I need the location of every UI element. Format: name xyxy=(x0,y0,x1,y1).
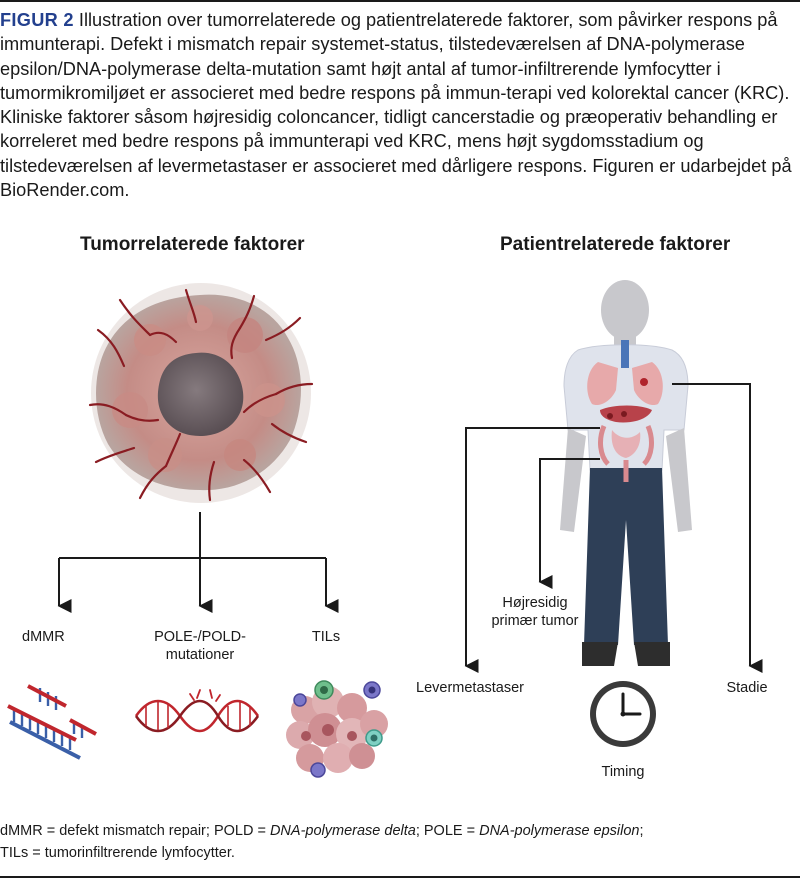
pole-label-line2: mutationer xyxy=(165,647,235,663)
stadie-label: Stadie xyxy=(726,680,768,696)
tils-label: TILs xyxy=(311,629,341,645)
figure-label: FIGUR 2 xyxy=(0,10,74,30)
footnote-seg3: ; POLE = xyxy=(415,823,480,839)
dmmr-label: dMMR xyxy=(22,629,65,645)
bottom-rule xyxy=(0,876,800,878)
human-figure-icon xyxy=(560,280,692,666)
footnote-line2: TILs = tumorinfiltrerende lymfocytter. xyxy=(0,845,235,861)
footnote-line1: dMMR = defekt mismatch repair; POLD = DN… xyxy=(0,820,800,842)
footnote-seg1: dMMR = defekt mismatch repair; POLD = xyxy=(0,823,270,839)
pole-label-line1: POLE-/POLD- xyxy=(154,629,246,645)
top-rule xyxy=(0,0,800,2)
footnote-pole-italic: DNA-polymerase epsilon xyxy=(479,823,640,839)
timing-label: Timing xyxy=(601,764,645,780)
clock-icon xyxy=(590,681,656,747)
tumor-factors-heading: Tumorrelaterede faktorer xyxy=(80,234,305,255)
tumor-factor-arrows xyxy=(57,512,339,613)
footnote-seg5: ; xyxy=(639,823,644,839)
caption-text: Illustration over tumorrelaterede og pat… xyxy=(0,10,792,201)
levermetastaser-label: Levermetastaser xyxy=(416,680,524,696)
hojresidig-label-line2: primær tumor xyxy=(491,613,579,629)
hojresidig-label-line1: Højresidig xyxy=(502,595,568,611)
tumor-illustration-icon xyxy=(88,283,314,503)
til-cells-icon xyxy=(286,680,388,778)
dna-repair-icon xyxy=(7,684,97,760)
figure-caption: FIGUR 2 Illustration over tumorrelatered… xyxy=(0,8,794,202)
patient-factors-heading: Patientrelaterede faktorer xyxy=(500,234,731,255)
patient-factor-arrows xyxy=(464,383,763,673)
abbreviations-footnote: dMMR = defekt mismatch repair; POLD = DN… xyxy=(0,820,800,864)
dna-mutation-icon xyxy=(134,689,260,733)
footnote-pold-italic: DNA-polymerase delta xyxy=(269,823,416,839)
